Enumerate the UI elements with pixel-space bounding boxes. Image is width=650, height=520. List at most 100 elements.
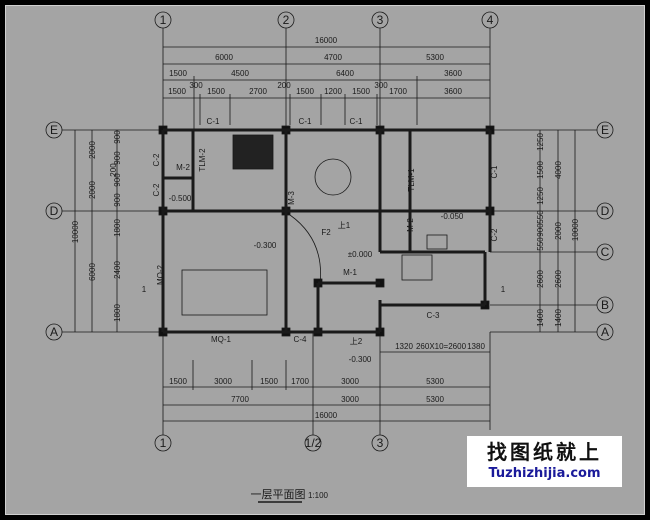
room-label-section-left: 1 xyxy=(142,285,147,294)
dimension-text: 1400 xyxy=(536,309,545,327)
dimension-text: 3600 xyxy=(444,87,462,96)
dimension-text: 10000 xyxy=(71,220,80,243)
dimension-text: 3000 xyxy=(341,377,359,386)
dimension-text: 900 xyxy=(113,151,122,165)
dimension-text: 2400 xyxy=(113,261,122,279)
dimension-text: 6400 xyxy=(336,69,354,78)
dimension-text: 550 xyxy=(536,237,545,251)
room-label-up1: 上1 xyxy=(338,221,351,230)
dimension-text: 1800 xyxy=(113,304,122,322)
dimension-text: 200 xyxy=(277,81,291,90)
room-label-tlm2: TLM-2 xyxy=(198,148,207,172)
dining-table-icon xyxy=(314,158,352,196)
room-label-m2-left: M-2 xyxy=(176,163,190,172)
room-label-c1-a: C-1 xyxy=(207,117,220,126)
room-label-c2-a: C-2 xyxy=(152,153,161,166)
dimension-text: 1500 xyxy=(169,377,187,386)
dimension-text: 300 xyxy=(189,81,203,90)
axis-label-right: C xyxy=(601,245,610,259)
dimension-text: 6000 xyxy=(88,263,97,281)
room-label-mq2: MQ-2 xyxy=(156,264,165,285)
axis-bubble xyxy=(45,323,63,341)
dimension-text: 1500 xyxy=(296,87,314,96)
axis-bubble xyxy=(596,243,614,261)
dimension-text: 900 xyxy=(113,173,122,187)
dimension-text: 900 xyxy=(113,193,122,207)
axis-label-top: 1 xyxy=(160,13,167,27)
axis-label-bottom: 3 xyxy=(377,436,384,450)
dimension-text: 5300 xyxy=(426,395,444,404)
room-label-lvl-300: -0.300 xyxy=(254,241,277,250)
dimension-text: 7700 xyxy=(231,395,249,404)
axis-label-left: E xyxy=(50,123,58,137)
dimension-text: 5300 xyxy=(426,377,444,386)
axis-bubble xyxy=(277,11,295,29)
dimension-text: 2000 xyxy=(554,222,563,240)
room-label-c1-b: C-1 xyxy=(299,117,312,126)
washbasin-icon xyxy=(426,234,448,250)
room-label-f2: F2 xyxy=(321,228,331,237)
room-label-lvl-300-out: -0.300 xyxy=(349,355,372,364)
dimension-text: 900 xyxy=(113,130,122,144)
axis-bubble xyxy=(596,202,614,220)
room-label-tlm1: TLM-1 xyxy=(407,168,416,192)
room-label-up2: 上2 xyxy=(350,337,363,346)
axis-label-left: A xyxy=(50,325,58,339)
room-label-lvl-000: ±0.000 xyxy=(348,250,373,259)
room-label-c2-right: C-2 xyxy=(490,228,499,241)
axis-label-bottom: 1 xyxy=(160,436,167,450)
room-label-section-right: 1 xyxy=(501,285,506,294)
room-label-mq1: MQ-1 xyxy=(211,335,232,344)
dimension-text: 550 xyxy=(536,210,545,224)
dimension-text: 1250 xyxy=(536,187,545,205)
room-label-c2-b: C-2 xyxy=(152,183,161,196)
room-label-c4: C-4 xyxy=(294,335,307,344)
room-label-lvl-500: -0.500 xyxy=(169,194,192,203)
dimension-text: 1700 xyxy=(291,377,309,386)
axis-label-top: 3 xyxy=(377,13,384,27)
axis-bubble xyxy=(45,202,63,220)
axis-bubble xyxy=(596,121,614,139)
room-label-c1-right: C-1 xyxy=(490,165,499,178)
room-label-m1: M-1 xyxy=(343,268,357,277)
dimension-text: 1400 xyxy=(554,309,563,327)
dimension-text: 3600 xyxy=(444,69,462,78)
axis-bubble xyxy=(371,434,389,452)
axis-bubble xyxy=(154,11,172,29)
dimension-text: 3000 xyxy=(341,395,359,404)
axis-label-left: D xyxy=(50,204,59,218)
dimension-text: 5300 xyxy=(426,53,444,62)
axis-label-right: A xyxy=(601,325,609,339)
axis-label-top: 4 xyxy=(487,13,494,27)
watermark-url: Tuzhizhijia.com xyxy=(488,466,601,481)
sofa-set-icon xyxy=(181,269,268,316)
drawing-sheet xyxy=(5,5,645,515)
dimension-text: 2000 xyxy=(88,141,97,159)
dimension-text: 1500 xyxy=(260,377,278,386)
axis-bubble xyxy=(304,434,322,452)
dimension-text: 1500 xyxy=(207,87,225,96)
dimension-text: 6000 xyxy=(215,53,233,62)
dimension-text: 4000 xyxy=(554,161,563,179)
axis-bubble xyxy=(371,11,389,29)
room-label-m2-right: M-2 xyxy=(406,218,415,232)
dimension-text: 1800 xyxy=(113,219,122,237)
drawing-scale: 1:100 xyxy=(308,491,329,500)
dimension-text: 1320 xyxy=(395,342,413,351)
dimension-text: 2600 xyxy=(554,270,563,288)
dimension-text: 2000 xyxy=(88,181,97,199)
dimension-text: 16000 xyxy=(315,411,338,420)
dimension-text: 4700 xyxy=(324,53,342,62)
axis-bubble xyxy=(154,434,172,452)
dimension-text: 2600 xyxy=(536,270,545,288)
dimension-text: 1200 xyxy=(324,87,342,96)
dimension-text: 1500 xyxy=(168,87,186,96)
dimension-text: 1700 xyxy=(389,87,407,96)
curved-wall xyxy=(289,214,321,286)
watermark-logo: 找图纸就上 Tuzhizhijia.com xyxy=(467,436,622,487)
drawing-title: 一层平面图 xyxy=(251,488,306,501)
dimension-text: 1250 xyxy=(536,133,545,151)
axis-label-bottom: 1/2 xyxy=(305,436,322,450)
